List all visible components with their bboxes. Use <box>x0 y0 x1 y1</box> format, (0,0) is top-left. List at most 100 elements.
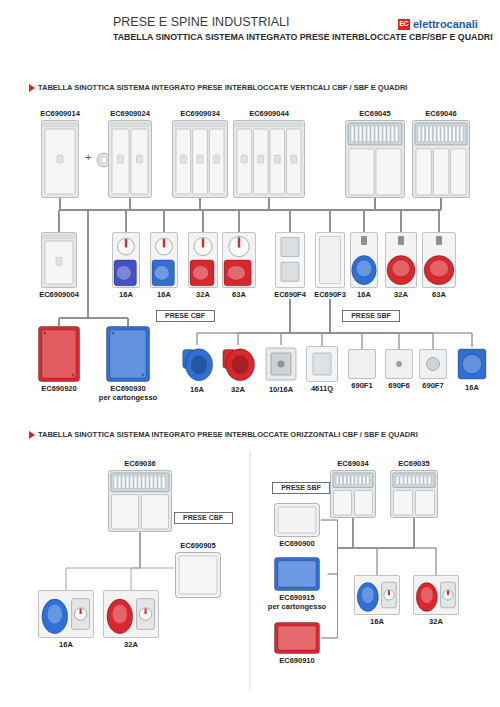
product-illustration <box>354 575 400 615</box>
section-heading: TABELLA SINOTTICA SISTEMA INTEGRATO PRES… <box>38 83 407 92</box>
product-item: 32A <box>102 590 160 649</box>
product-code: EC690F4 <box>273 290 307 299</box>
product-code: EC69045 <box>344 109 406 118</box>
connector-line <box>88 198 200 326</box>
connector-line <box>364 198 441 232</box>
product-illustration <box>315 232 345 288</box>
connector-line <box>238 299 330 345</box>
product-item: EC69034 <box>329 459 377 518</box>
connector-line <box>321 518 353 638</box>
connector-line <box>414 518 436 575</box>
product-illustration <box>456 347 488 381</box>
product-item: 4611Q <box>305 346 339 393</box>
product-illustration <box>385 349 413 379</box>
product-item: EC6909014 <box>39 109 81 198</box>
product-code: 32A <box>102 640 160 649</box>
connector-line <box>60 198 126 232</box>
product-item: EC690F4 <box>273 232 307 299</box>
group-tag: PRESE SBF <box>272 482 330 494</box>
connector-line <box>126 198 130 232</box>
connector-line <box>130 198 364 232</box>
product-code: per cartongesso <box>267 602 328 611</box>
product-item: EC690910 <box>273 622 321 665</box>
product-illustration <box>112 232 140 288</box>
product-item: EC69045 <box>344 109 406 198</box>
product-code: 16A <box>349 290 379 299</box>
product-item: EC6909034 <box>171 109 229 198</box>
connector-line <box>200 198 203 232</box>
connector-line <box>59 198 441 326</box>
connector-line <box>321 518 414 638</box>
product-illustration <box>220 345 256 383</box>
connector-line <box>322 299 330 346</box>
connector-line <box>200 198 364 232</box>
product-code: 63A <box>221 290 257 299</box>
product-illustration <box>274 503 320 537</box>
product-item: 32A <box>412 575 460 626</box>
connector-line <box>200 198 439 232</box>
connector-line <box>126 198 375 232</box>
product-item: 32A <box>384 232 418 299</box>
section-divider <box>250 452 251 690</box>
product-item: 690F6 <box>384 349 414 390</box>
logo-mark: EC <box>398 19 410 30</box>
connector-line <box>330 299 362 349</box>
product-item: 32A <box>187 232 219 299</box>
connector-line <box>203 198 441 232</box>
product-code: EC69035 <box>389 459 439 468</box>
product-illustration <box>274 622 320 654</box>
product-illustration <box>350 232 378 288</box>
connector-line <box>59 198 200 232</box>
plus-sign: + <box>85 151 91 164</box>
product-item: 16A <box>111 232 141 299</box>
connector-line <box>290 299 433 349</box>
connector-line <box>60 198 239 232</box>
product-code: EC6909024 <box>107 109 153 118</box>
product-illustration <box>38 326 80 382</box>
product-code: EC69046 <box>411 109 471 118</box>
connector-line <box>203 198 269 232</box>
connector-line <box>164 198 200 232</box>
connector-line <box>330 198 441 232</box>
product-illustration <box>413 575 459 615</box>
product-item: 690F1 <box>347 349 377 390</box>
product-illustration <box>175 552 221 598</box>
group-tag: PRESE CBF <box>156 310 215 322</box>
group-tag: PRESE SBF <box>342 310 400 322</box>
product-code: 10/16A <box>262 385 300 394</box>
connector-line <box>130 198 439 232</box>
group-label: PRESE CBF <box>178 514 229 522</box>
connector-line <box>330 198 375 232</box>
connector-line <box>88 198 375 326</box>
product-code: EC690930 <box>98 384 159 393</box>
connector-line <box>88 198 269 326</box>
product-code: EC690920 <box>37 384 81 393</box>
product-code: EC6909044 <box>232 109 306 118</box>
ring-accessory-hole <box>101 157 107 163</box>
connector-line <box>130 198 330 232</box>
product-code: 16A <box>149 290 179 299</box>
connector-line <box>66 532 140 590</box>
product-item: EC69036 <box>107 459 173 532</box>
product-illustration <box>306 346 338 382</box>
product-item: 16A <box>149 232 179 299</box>
product-illustration <box>41 120 79 198</box>
product-illustration <box>348 349 376 379</box>
product-illustration <box>103 590 159 638</box>
connector-line <box>290 299 362 349</box>
product-illustration <box>172 120 228 198</box>
connector-line <box>60 198 401 232</box>
connector-line <box>353 518 436 575</box>
product-illustration <box>108 120 152 198</box>
product-item: EC690900 <box>273 503 321 548</box>
connector-line <box>164 198 441 232</box>
product-item: 16A <box>353 575 401 626</box>
connector-line <box>401 198 441 232</box>
product-item: EC690F3 <box>313 232 347 299</box>
connector-line <box>330 299 433 349</box>
connector-line <box>239 198 269 232</box>
connector-line <box>364 198 375 232</box>
connector-line <box>290 299 322 346</box>
product-code: EC69036 <box>107 459 173 468</box>
connector-line <box>328 518 354 574</box>
